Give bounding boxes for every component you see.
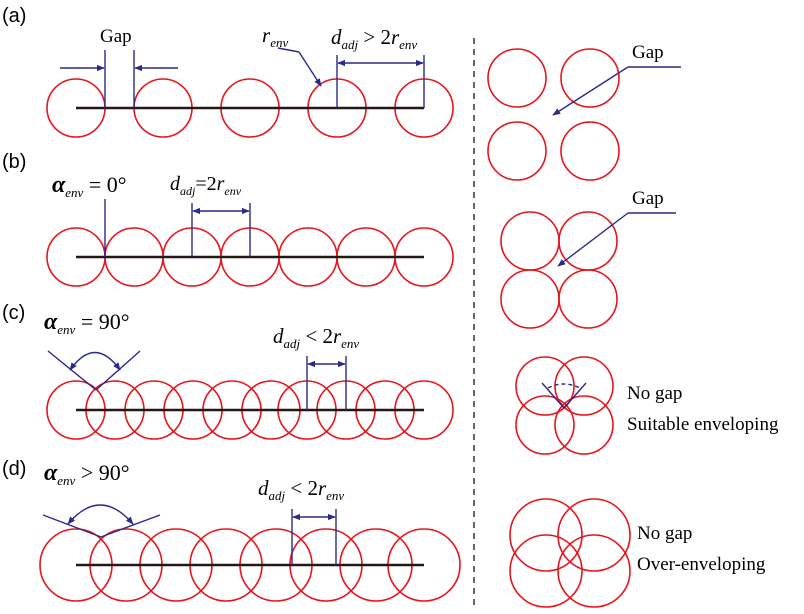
angle-arm-left [42, 514, 102, 538]
circle [560, 48, 620, 108]
angle-arm-right [95, 350, 141, 391]
panel-c-right-cluster [515, 356, 614, 455]
suitable-angle-arm-left [541, 382, 565, 409]
radius-label: renv [262, 23, 288, 50]
panel-a-label: (a) [2, 5, 26, 27]
angle-arm-right [100, 514, 161, 538]
circle [515, 356, 575, 416]
circle [500, 269, 560, 329]
panel-c-label: (c) [2, 302, 25, 324]
angle-arc [67, 504, 134, 525]
gap-label: Gap [100, 26, 132, 47]
angle-label: αenv = 90° [44, 309, 130, 337]
right-gap-label: Gap [632, 188, 664, 209]
distance-label: dadj < 2renv [273, 324, 359, 351]
suitable-angle-arm-right [563, 382, 587, 409]
panel-c: (c) αenv = 90° dadj < 2renv [2, 302, 779, 455]
circle [558, 269, 618, 329]
circle [487, 121, 547, 181]
suitable-angle-arc [547, 383, 581, 389]
right-gap-label: Gap [632, 42, 664, 63]
panel-d-right-cluster [509, 498, 631, 608]
distance-label: dadj > 2renv [331, 25, 417, 52]
panel-a: (a) Gap renv dadj > 2renv [2, 5, 681, 181]
right-note-2: Over-enveloping [637, 554, 766, 575]
circle [515, 395, 575, 455]
circle [509, 498, 583, 572]
angle-arm-left [47, 350, 97, 391]
circle [509, 534, 583, 608]
right-note-1: No gap [637, 523, 692, 544]
circle [558, 211, 618, 271]
distance-label: dadj=2renv [170, 173, 242, 198]
panel-a-right-grid [487, 48, 620, 181]
panel-d-label: (d) [2, 458, 26, 480]
gap-leader-diag [557, 212, 629, 267]
panel-d: (d) αenv > 90° dadj < 2renv [2, 458, 766, 608]
circle [560, 121, 620, 181]
distance-label: dadj < 2renv [258, 476, 344, 503]
right-note-2: Suitable enveloping [627, 414, 779, 435]
circle [557, 498, 631, 572]
panel-b: (b) αenv = 0° dadj=2renv [2, 151, 676, 329]
circle [557, 534, 631, 608]
radius-leader-diag [298, 51, 322, 87]
gap-leader-diag [552, 66, 629, 116]
circle [500, 211, 560, 271]
angle-label: αenv = 0° [52, 172, 127, 200]
right-note-1: No gap [627, 383, 682, 404]
radius-leader [277, 47, 300, 53]
panel-b-label: (b) [2, 151, 26, 173]
circle [554, 356, 614, 416]
panel-b-right-grid [500, 211, 618, 329]
circle [554, 395, 614, 455]
angle-label: αenv > 90° [44, 460, 130, 488]
circle [487, 48, 547, 108]
angle-arc [69, 352, 121, 371]
